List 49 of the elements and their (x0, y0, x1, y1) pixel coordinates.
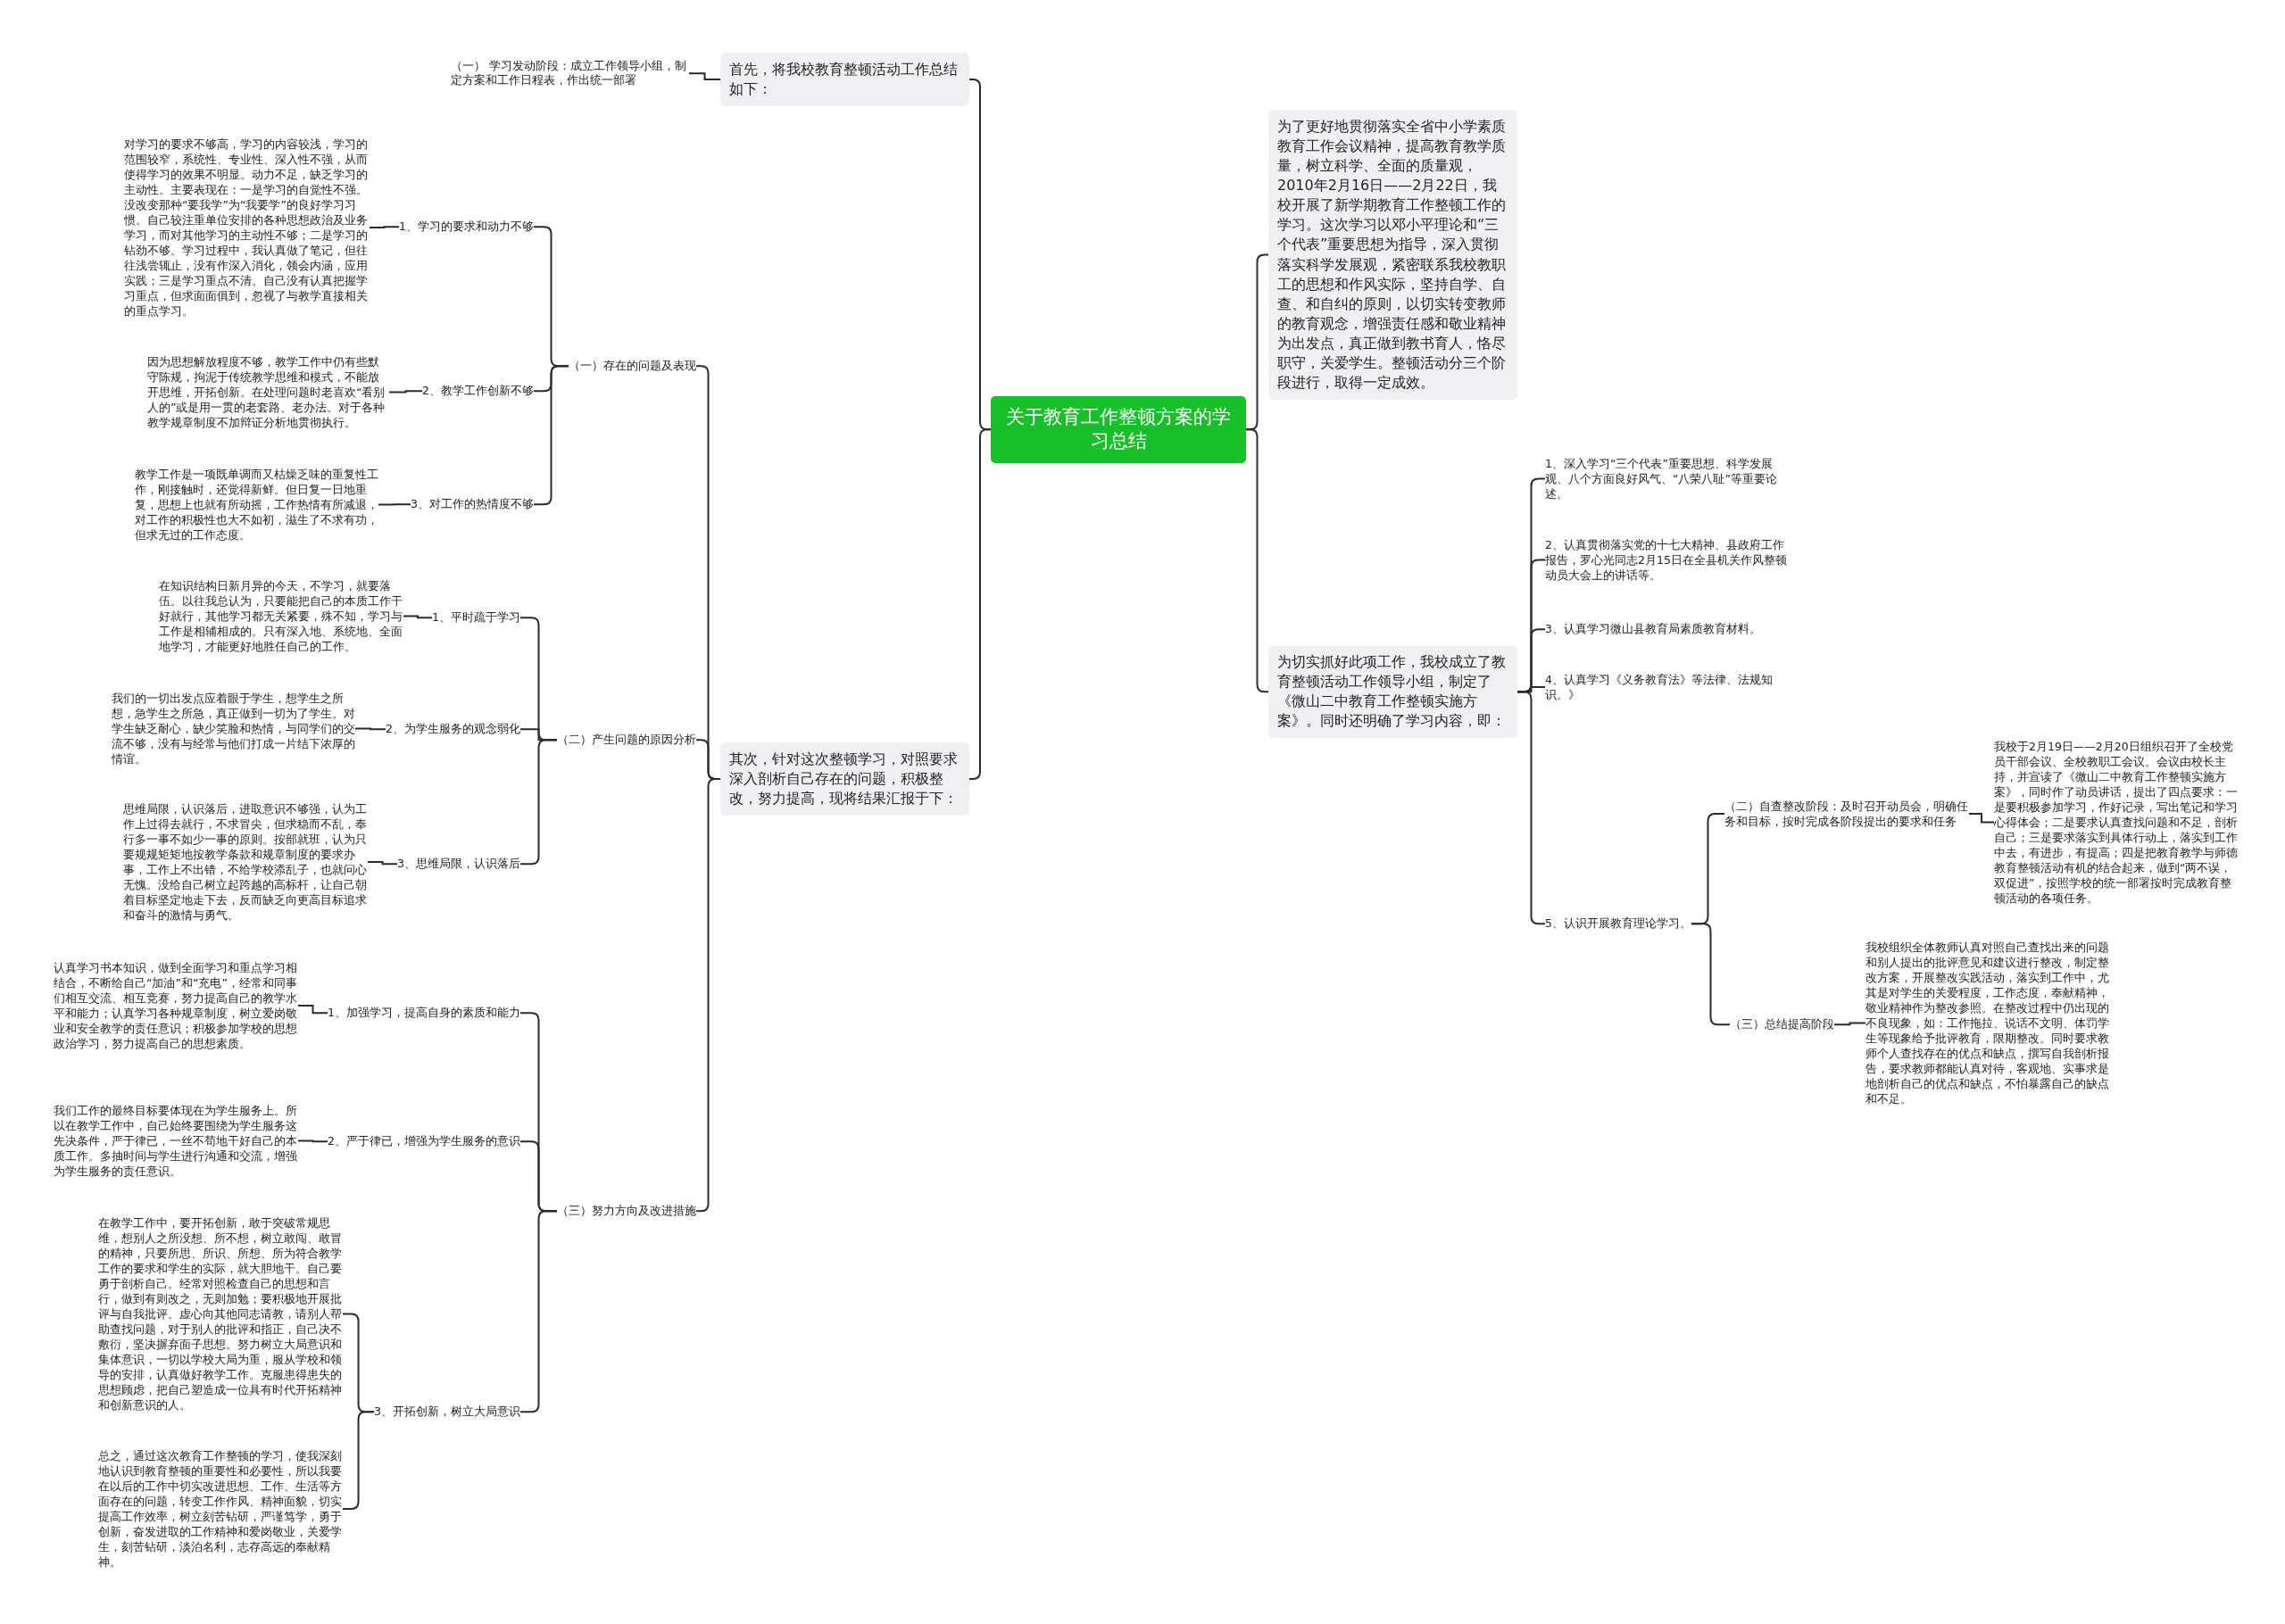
note-text: 教学工作是一项既单调而又枯燥乏味的重复性工作，刚接触时，还觉得新鲜。但日复一日地重复，思想上也就有所动摇，工作热情有所减退，对工作的积极性也大不如初，滋生了不求有功，但求无过的工作态度。 (135, 467, 378, 543)
note-text: 认真学习书本知识，做到全面学习和重点学习相结合，不断给自己“加油”和“充电”，经常和同事们相互交流、相互竞赛，努力提高自己的教学水平和能力；认真学习各种规章制度，树立爱岗敬业和安全教学的责任意识；积极参加学校的思想政治学习，努力提高自己的思想素质。 (54, 960, 298, 1051)
branch-label: 3、开拓创新，树立大局意识 (374, 1404, 520, 1420)
connector-line (403, 615, 434, 619)
note-text: 1、深入学习“三个代表”重要思想、科学发展观、八个方面良好风气、“八荣八耻”等重要论述。 (1545, 456, 1789, 501)
connector-line (688, 72, 721, 81)
connector-line (388, 390, 424, 394)
branch-label: （三）总结提高阶段 (1730, 1017, 1834, 1032)
branch-label: （一）存在的问题及表现 (569, 359, 696, 374)
branch-label: 1、学习的要求和动力不够 (399, 220, 534, 235)
note-text: 我们工作的最终目标要体现在为学生服务上。所以在教学工作中，自己始终要围绕为学生服务这先决条件，严于律已，一丝不苟地干好自己的本质工作。多抽时间与学生进行沟通和交流，增强为学生服务的责任意识。 (54, 1103, 298, 1179)
note-text: 2、认真贯彻落实党的十七大精神、县政府工作报告，罗心光同志2月15日在全县机关作风整顿动员大会上的讲话等。 (1545, 537, 1789, 583)
note-text: 因为思想解放程度不够，教学工作中仍有些默守陈规，拘泥于传统教学思维和模式，不能放开思维，开拓创新。在处理问题时老喜欢“看别人的”或是用一贯的老套路、老办法。对于各种教学规章制度不加辩证分析地贯彻执行。 (147, 354, 389, 430)
note-text: 在教学工作中，要开拓创新，敢于突破常规思维，想别人之所没想、所不想，树立敢闯、敢冒的精神，只要所思、所识、所想、所为符合教学工作的要求和学生的实际，就大胆地干。自己要勇于剖析自己。经常对照检查自己的思想和言行，做到有则改之，无则加勉；要积极地开展批评与自我批评。虚心向其他同志请教，请别人帮助查找问题，对于别人的批评和指正，自己决不敷衍，坚决摒弃面子思想。努力树立大局意识和集体意识，一切以学校大局为重，服从学校和领导的安排，认真做好教学工作。克服患得患失的思想顾虑，把自己塑造成一位具有时代开拓精神和创新意识的人。 (98, 1215, 343, 1413)
topic-card: 为切实抓好此项工作，我校成立了教育整顿活动工作领导小组，制定了《微山二中教育工作整顿实施方案》。同时还明确了学习内容，即： (1268, 645, 1517, 739)
branch-label: 3、认真学习微山县教育局素质教育材料。 (1545, 622, 1761, 637)
connector-line (354, 727, 387, 731)
note-text: 思维局限，认识落后，进取意识不够强，认为工作上过得去就行，不求冒尖，但求稳而不乱，奉行多一事不如少一事的原则。按部就班，认为只要规规矩矩地按教学条款和规章制度的要求办事，工作上不出错，不给学校添乱子，也就问心无愧。没给自己树立起跨越的高标杆，让自己朝着目标坚定地走下去，反而缺乏向更高目标追求和奋斗的激情与勇气。 (123, 801, 368, 923)
branch-label: 1、加强学习，提高自身的素质和能力 (328, 1006, 520, 1021)
connector-line (297, 1005, 329, 1015)
branch-label: 3、对工作的热情度不够 (411, 497, 534, 512)
branch-label: （二）产生问题的原因分析 (557, 733, 696, 748)
branch-label: 5、认识开展教育理论学习。 (1545, 916, 1691, 932)
connector-line (1968, 813, 1995, 824)
note-text: 我校于2月19日——2月20日组织召开了全校党员干部会议、全校教职工会议。会议由校长主持，并宣读了《微山二中教育工作整顿实施方案》，同时作了动员讲话，提出了四点要求：一是要积极参加学习，作好记录，写出笔记和学习心得体会；二是要求认真查找问题和不足，剖析自己；三是要求落实到具体行动上，落实到工作中去，有进步，有提高；四是把教育教学与师德教育整顿活动有机的结合起来，做到“两不误，双促进”，按照学校的统一部署按时完成教育整顿活动的各项任务。 (1994, 739, 2240, 906)
branch-label: 1、平时疏于学习 (432, 610, 520, 626)
note-text: （二）自查整改阶段：及时召开动员会，明确任务和目标，按时完成各阶段提出的要求和任务 (1724, 799, 1969, 829)
note-text: 我校组织全体教师认真对照自己查找出来的问题和别人提出的批评意见和建议进行整改，制定整改方案，开展整改实践活动，落实到工作中，尤其是对学生的关爱程度，工作态度，奉献精神，敬业精神作为整改参照。在整改过程中仍出现的不良现象，如：工作拖拉、说话不文明、体罚学生等现象给予批评教育，限期整改。同时要求教师个人查找存在的优点和缺点，撰写自我剖析报告，要求教师都能认真对待，客观地、实事求是地剖析自己的优点和缺点，不怕暴露自己的缺点和不足。 (1865, 940, 2112, 1106)
central-topic-box: 关于教育工作整顿方案的学习总结 (991, 396, 1246, 463)
branch-label: 2、严于律已，增强为学生服务的意识 (328, 1134, 520, 1149)
branch-label: （三）努力方向及改进措施 (557, 1204, 696, 1219)
branch-label: 2、教学工作创新不够 (422, 384, 534, 399)
branch-label: （一） 学习发动阶段：成立工作领导小组，制定方案和工作日程表，作出统一部署 (451, 59, 689, 88)
note-text: 4、认真学习《义务教育法》等法律、法规知识。》 (1545, 672, 1789, 702)
note-text: 总之，通过这次教育工作整顿的学习，使我深刻地认识到教育整顿的重要性和必要性，所以我要在以后的工作中切实改进思想、工作、生活等方面存在的问题，转变工作作风、精神面貌，切实提高工作效率，树立刻苦钻研，严谨笃学，勇于创新，奋发进取的工作精神和爱岗敬业，关爱学生，刻苦钻研，淡泊名利，志存高远的奉献精神。 (98, 1448, 343, 1570)
connector-line (378, 503, 412, 506)
topic-card: 首先，将我校教育整顿活动工作总结如下： (720, 53, 969, 107)
connector-line (1833, 1022, 1866, 1026)
connector-line (968, 428, 992, 781)
note-text: 在知识结构日新月异的今天，不学习，就要落伍。以往我总认为，只要能把自己的本质工作干好就行，其他学习都无关紧要，殊不知，学习与工作是相辅相成的。只有深入地、系统地、全面地学习，才能更好地胜任自己的工作。 (159, 578, 403, 654)
note-text: 我们的一切出发点应着眼于学生，想学生之所想，急学生之所急，真正做到一切为了学生。对学生缺乏耐心，缺少笑脸和热情，与同学们的交流不够，没有与经常与他们打成一片结下浓厚的情谊。 (112, 691, 355, 766)
connector-line (369, 226, 401, 228)
topic-card: 为了更好地贯彻落实全省中小学素质教育工作会议精神，提高教育教学质量，树立科学、全面的质量观，2010年2月16日——2月22日，我校开展了新学期教育工作整顿工作的学习。这次学习以邓小平理论和“三个代表”重要思想为指导，深入贯彻落实科学发展观，紧密联系我校教职工的思想和作风实际，坚持自学、自查、和自纠的原则，以切实转变教师的教育观念，增强责任感和敬业精神为出发点，真正做到教书育人，恪尽职守，关爱学生。整顿活动分三个阶段进行，取得一定成效。 (1268, 110, 1517, 401)
note-text: 对学习的要求不够高，学习的内容较浅，学习的范围较窄，系统性、专业性、深入性不强，从而使得学习的效果不明显。动力不足，缺乏学习的主动性。主要表现在：一是学习的自觉性不强。没改变那种“要我学”为“我要学”的良好学习习惯。自己较注重单位安排的各种思想政治及业务学习，而对其他学习的主动性不够；二是学习的钻劲不够。学习过程中，我认真做了笔记，但往往浅尝辄止，没有作深入消化，领会内涵，应用实践；三是学习重点不清。自己没有认真把握学习重点，但求面面俱到，忽视了与教学直接相关的重点学习。 (124, 137, 370, 319)
connector-line (367, 861, 399, 866)
branch-label: 2、为学生服务的观念弱化 (386, 722, 520, 737)
topic-card: 其次，针对这次整顿学习，对照要求深入剖析自己存在的问题，积极整改，努力提高，现将结果汇报于下： (720, 742, 969, 816)
connector-line (297, 1139, 329, 1143)
branch-label: 3、思维局限，认识落后 (397, 857, 520, 872)
